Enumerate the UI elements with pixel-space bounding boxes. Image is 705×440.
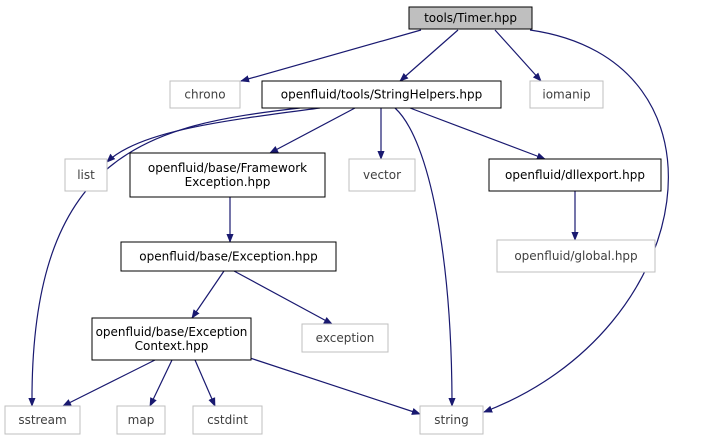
- node-box[interactable]: [529, 80, 604, 109]
- edge-stringhelpers-to-list: [106, 107, 321, 163]
- node-global[interactable]: openfluid/global.hpp: [496, 239, 656, 273]
- node-dllexport[interactable]: openfluid/dllexport.hpp: [488, 158, 662, 192]
- edge-timer-to-iomanip: [494, 29, 542, 82]
- node-list[interactable]: list: [64, 158, 108, 192]
- node-label: iomanip: [542, 88, 590, 102]
- node-label: tools/Timer.hpp: [424, 11, 517, 25]
- edge-stringhelpers-to-string: [394, 107, 456, 407]
- edge-timer-to-stringhelpers: [399, 29, 459, 82]
- node-box[interactable]: [129, 152, 326, 198]
- node-label: vector: [363, 168, 401, 182]
- node-label: Context.hpp: [135, 339, 209, 353]
- node-box[interactable]: [496, 239, 656, 273]
- node-layer: tools/Timer.hpp chrono openfluid/tools/Str…: [4, 6, 662, 435]
- node-vector[interactable]: vector: [348, 158, 416, 192]
- node-box[interactable]: [91, 317, 252, 361]
- edge-exception-to-exccontext: [191, 270, 225, 319]
- node-label: Exception.hpp: [185, 175, 271, 189]
- edge-timer-to-chrono: [240, 29, 422, 83]
- node-sstream[interactable]: sstream: [4, 405, 81, 435]
- node-string[interactable]: string: [419, 405, 484, 435]
- edge-exception-to-stdexception: [233, 270, 333, 325]
- node-box[interactable]: [120, 241, 337, 272]
- node-box[interactable]: [301, 323, 389, 353]
- node-label: openfluid/base/Exception: [96, 325, 248, 339]
- node-label: map: [128, 413, 155, 427]
- edge-stringhelpers-to-sstream: [28, 107, 301, 407]
- node-iomanip[interactable]: iomanip: [529, 80, 604, 109]
- node-label: sstream: [18, 413, 66, 427]
- node-label: openfluid/dllexport.hpp: [505, 168, 645, 182]
- edge-exccontext-to-map: [149, 359, 173, 407]
- node-box[interactable]: [261, 80, 502, 109]
- node-box[interactable]: [4, 405, 81, 435]
- edge-stringhelpers-to-dllexport: [409, 107, 546, 160]
- node-exception[interactable]: openfluid/base/Exception.hpp: [120, 241, 337, 272]
- node-box[interactable]: [169, 80, 241, 109]
- edge-layer: [28, 29, 669, 415]
- node-box[interactable]: [348, 158, 416, 192]
- node-label: openfluid/global.hpp: [514, 249, 637, 263]
- node-box[interactable]: [408, 6, 533, 30]
- node-box[interactable]: [488, 158, 662, 192]
- edge-timer-to-string: [483, 29, 669, 413]
- node-label: openfluid/base/Exception.hpp: [139, 250, 317, 264]
- edge-exccontext-to-cstdint: [194, 359, 216, 407]
- node-label: chrono: [184, 88, 225, 102]
- node-label: openfluid/tools/StringHelpers.hpp: [281, 88, 483, 102]
- edge-stringhelpers-to-frameworkexc: [269, 107, 356, 154]
- node-cstdint[interactable]: cstdint: [192, 405, 263, 435]
- node-stdexception[interactable]: exception: [301, 323, 389, 353]
- node-label: exception: [316, 331, 375, 345]
- node-label: list: [77, 168, 95, 182]
- node-label: string: [434, 413, 468, 427]
- edge-exccontext-to-string: [249, 357, 421, 415]
- node-box[interactable]: [419, 405, 484, 435]
- node-box[interactable]: [116, 405, 166, 435]
- node-stringhelpers[interactable]: openfluid/tools/StringHelpers.hpp: [261, 80, 502, 109]
- node-timer[interactable]: tools/Timer.hpp: [408, 6, 533, 30]
- node-map[interactable]: map: [116, 405, 166, 435]
- node-label: cstdint: [207, 413, 248, 427]
- node-box[interactable]: [64, 158, 108, 192]
- node-chrono[interactable]: chrono: [169, 80, 241, 109]
- node-box[interactable]: [192, 405, 263, 435]
- edge-exccontext-to-sstream: [62, 359, 156, 407]
- node-label: openfluid/base/Framework: [148, 161, 307, 175]
